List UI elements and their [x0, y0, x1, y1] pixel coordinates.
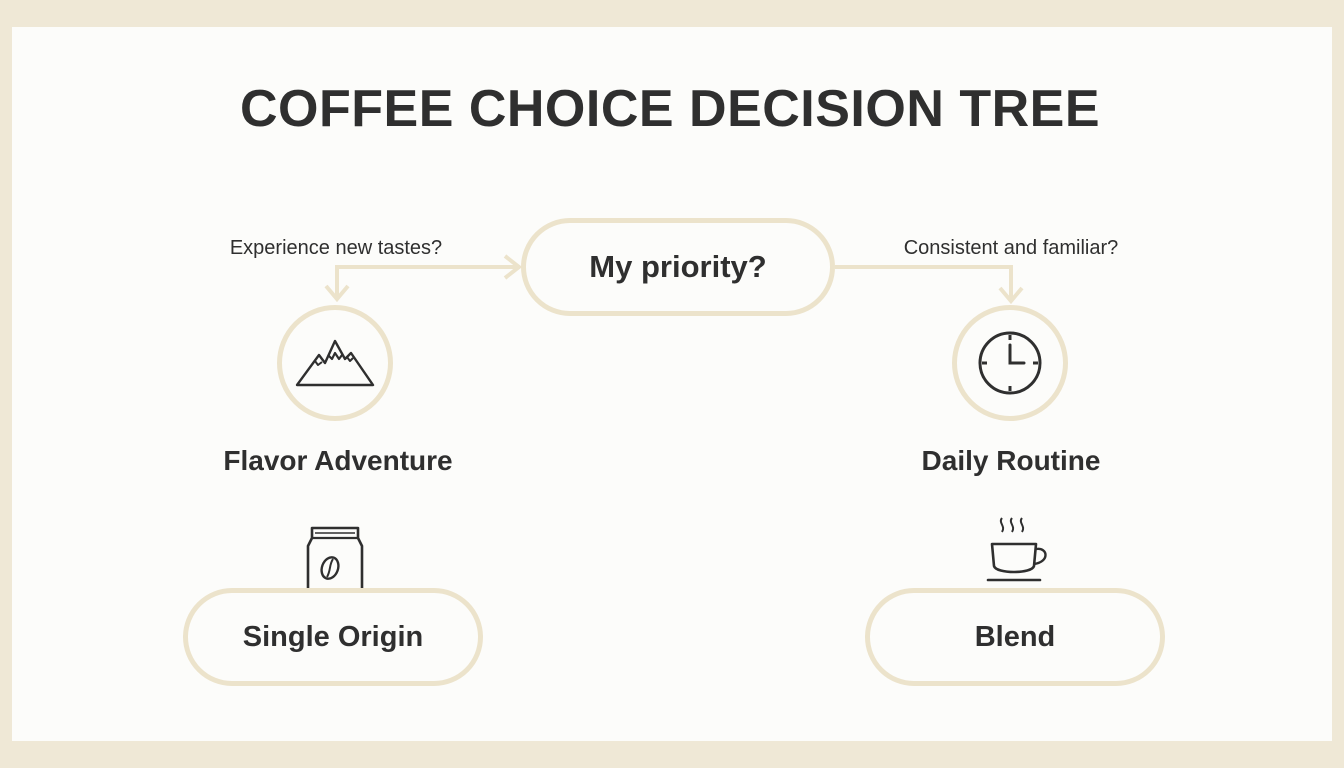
clock-icon	[978, 331, 1042, 395]
branch-right-label: Daily Routine	[921, 445, 1101, 476]
connector-arrows	[324, 254, 1024, 305]
arrow-left-connector	[335, 265, 520, 297]
edge-label-right: Consistent and familiar?	[903, 237, 1119, 259]
leaf-node-blend-label: Blend	[974, 620, 1056, 653]
root-node: My priority?	[521, 218, 835, 316]
leaf-node-blend: Blend	[865, 588, 1165, 686]
arrow-right-head-down	[998, 286, 1024, 305]
branch-left-icon-circle	[277, 305, 393, 421]
coffee-cup-icon	[986, 517, 1047, 582]
edge-label-left: Experience new tastes?	[229, 237, 443, 259]
leaf-node-single-origin: Single Origin	[183, 588, 483, 686]
branch-right-icon-circle	[952, 305, 1068, 421]
branch-left-label: Flavor Adventure	[223, 445, 453, 476]
arrow-right-connector	[835, 265, 1013, 299]
diagram-title: COFFEE CHOICE DECISION TREE	[239, 80, 1101, 138]
coffee-bag-icon	[306, 526, 364, 594]
leaf-node-single-origin-label: Single Origin	[242, 620, 424, 653]
arrow-left-head-right	[503, 254, 523, 280]
arrow-left-head-down	[324, 284, 350, 303]
root-node-label: My priority?	[589, 249, 767, 284]
mountain-icon	[295, 339, 375, 387]
